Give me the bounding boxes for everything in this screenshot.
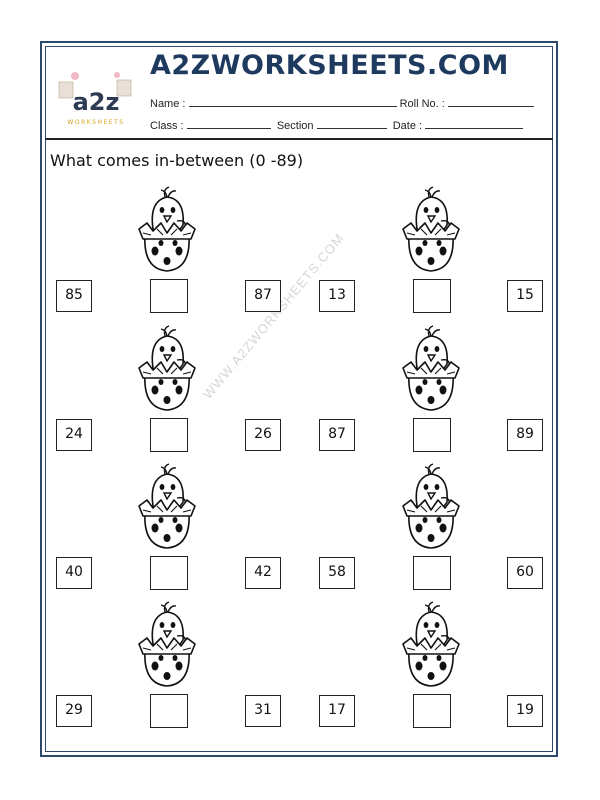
number-after: 19: [507, 695, 543, 727]
chick-in-egg-icon: [131, 462, 203, 550]
number-before: 17: [319, 695, 355, 727]
answer-box[interactable]: [150, 694, 188, 728]
number-before: 29: [56, 695, 92, 727]
question-row-2: 24 26 87 89: [0, 324, 600, 454]
date-label: Date :: [392, 120, 423, 132]
roll-label: Roll No. :: [399, 98, 445, 110]
chick-in-egg-icon: [131, 600, 203, 688]
chick-in-egg-icon: [131, 324, 203, 412]
number-before: 87: [319, 419, 355, 451]
question-row-3: 40 42 58 60: [0, 462, 600, 592]
roll-field[interactable]: [447, 97, 534, 107]
question-row-4: 29 31 17 19: [0, 600, 600, 730]
class-label: Class :: [150, 120, 184, 132]
number-before: 58: [319, 557, 355, 589]
answer-box[interactable]: [413, 279, 451, 313]
name-label: Name :: [150, 98, 186, 110]
answer-box[interactable]: [150, 418, 188, 452]
answer-box[interactable]: [413, 556, 451, 590]
chick-in-egg-icon: [395, 185, 467, 273]
name-field[interactable]: [188, 97, 397, 107]
number-after: 42: [245, 557, 281, 589]
page-border-inner: [45, 46, 553, 752]
number-before: 24: [56, 419, 92, 451]
svg-text:a2z: a2z: [73, 88, 120, 116]
chick-in-egg-icon: [395, 462, 467, 550]
number-before: 40: [56, 557, 92, 589]
chick-in-egg-icon: [395, 324, 467, 412]
number-after: 89: [507, 419, 543, 451]
a2z-logo-icon: a2z WORKSHEETS: [58, 72, 132, 126]
chick-in-egg-icon: [395, 600, 467, 688]
answer-box[interactable]: [150, 279, 188, 313]
number-after: 26: [245, 419, 281, 451]
date-field[interactable]: [425, 119, 524, 129]
instruction-text: What comes in-between (0 -89): [50, 151, 304, 170]
number-before: 13: [319, 280, 355, 312]
chick-in-egg-icon: [131, 185, 203, 273]
svg-text:WORKSHEETS: WORKSHEETS: [67, 119, 124, 126]
site-title[interactable]: A2ZWORKSHEETS.COM: [150, 50, 509, 81]
number-after: 87: [245, 280, 281, 312]
number-after: 31: [245, 695, 281, 727]
number-after: 15: [507, 280, 543, 312]
class-section-date-line: Class : Section Date :: [150, 119, 524, 132]
question-row-1: 85 87 13 15: [0, 185, 600, 315]
header-divider: [45, 138, 553, 140]
section-field[interactable]: [316, 119, 387, 129]
number-before: 85: [56, 280, 92, 312]
class-field[interactable]: [186, 119, 271, 129]
name-roll-line: Name : Roll No. :: [150, 97, 534, 110]
answer-box[interactable]: [413, 418, 451, 452]
section-label: Section: [276, 120, 314, 132]
page-border-outer: [40, 41, 558, 757]
answer-box[interactable]: [150, 556, 188, 590]
answer-box[interactable]: [413, 694, 451, 728]
number-after: 60: [507, 557, 543, 589]
